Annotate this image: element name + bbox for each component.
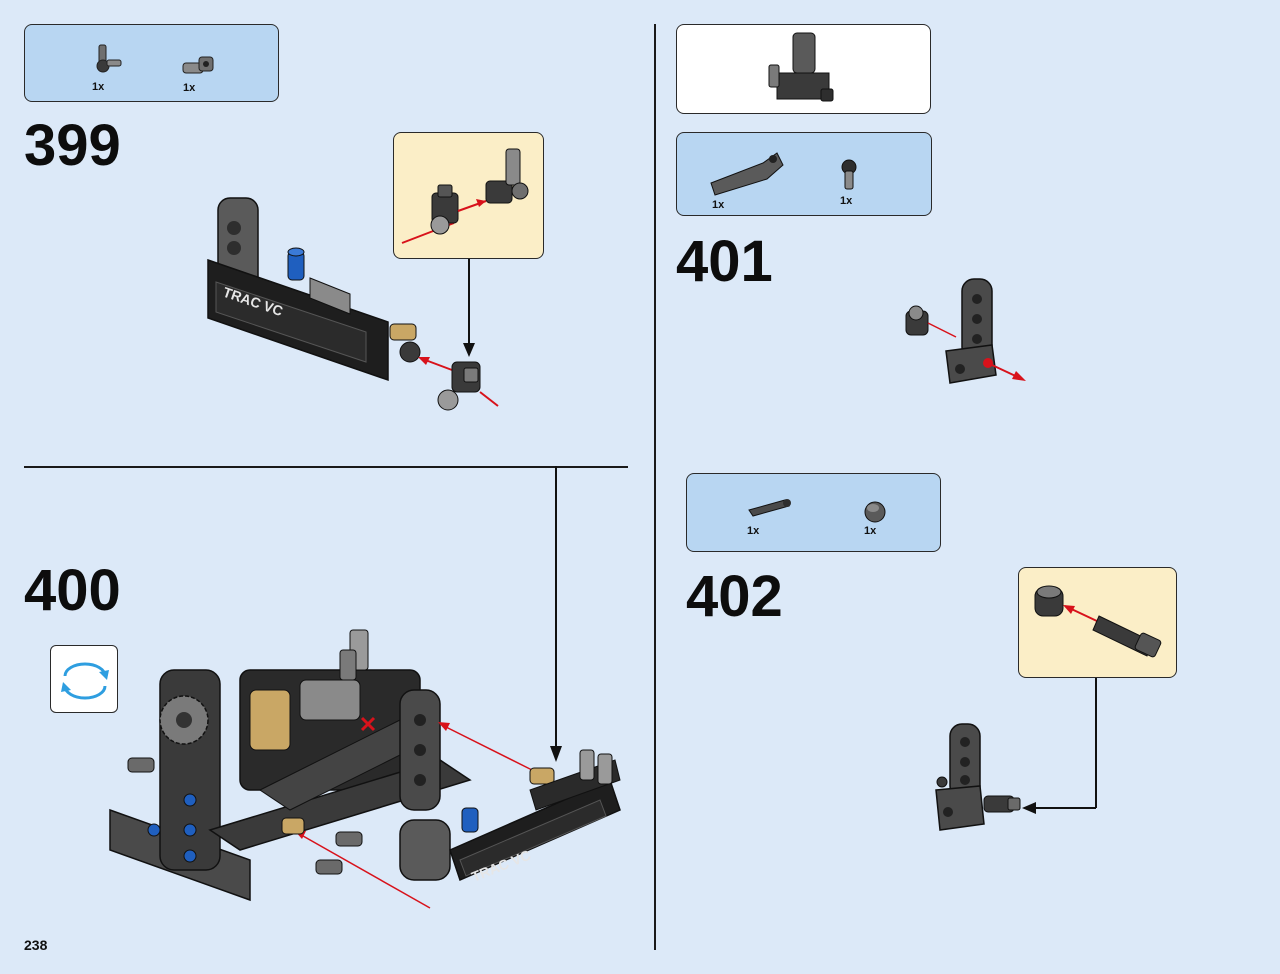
sub-assembly-icon — [768, 32, 834, 102]
step-399-part-1-qty: 1x — [92, 81, 105, 93]
bush-icon — [864, 501, 886, 523]
step-401-prev-box — [676, 24, 931, 114]
step-402-model-icon — [935, 723, 1021, 831]
step-401-model-icon — [905, 278, 1026, 384]
step-402-parts-box: 1x 1x — [686, 473, 941, 552]
step-401-part-1-qty: 1x — [712, 199, 725, 211]
step-400-arrow-icon — [550, 466, 562, 762]
step-401-number: 401 — [676, 229, 773, 294]
step-399-number: 399 — [24, 113, 121, 178]
callout-arrow-icon — [463, 259, 475, 357]
step-402-number: 402 — [686, 564, 783, 629]
step-401-part-2-qty: 1x — [840, 195, 853, 207]
step-402-callout — [1018, 567, 1177, 678]
step-400-model-icon: TRAC VC — [109, 629, 621, 909]
callout-assembly-icon — [401, 148, 529, 244]
rotate-model-box — [50, 645, 118, 713]
step-401-parts-box: 1x 1x — [676, 132, 932, 216]
step-402-arrow-icon — [1022, 678, 1097, 814]
step-399-model-icon: TRAC VC — [207, 197, 499, 411]
axle-pin-connector-icon — [96, 44, 122, 73]
horizontal-divider — [24, 466, 628, 468]
angle-connector-icon — [182, 56, 214, 74]
axle-pin-icon — [748, 499, 791, 517]
step-399-part-2-qty: 1x — [183, 82, 196, 94]
vertical-divider — [654, 24, 656, 950]
step-402-part-2-qty: 1x — [864, 525, 877, 537]
step-400-number: 400 — [24, 558, 121, 623]
rotate-model-icon — [61, 662, 109, 700]
step-399-parts-box: 1x 1x — [24, 24, 279, 102]
step-402-part-1-qty: 1x — [747, 525, 760, 537]
pin-connector-icon — [841, 159, 857, 190]
step-399-callout — [393, 132, 544, 259]
callout-axle-bush-icon — [1034, 585, 1162, 658]
page-number: 238 — [24, 937, 48, 953]
bent-beam-icon — [710, 152, 784, 196]
